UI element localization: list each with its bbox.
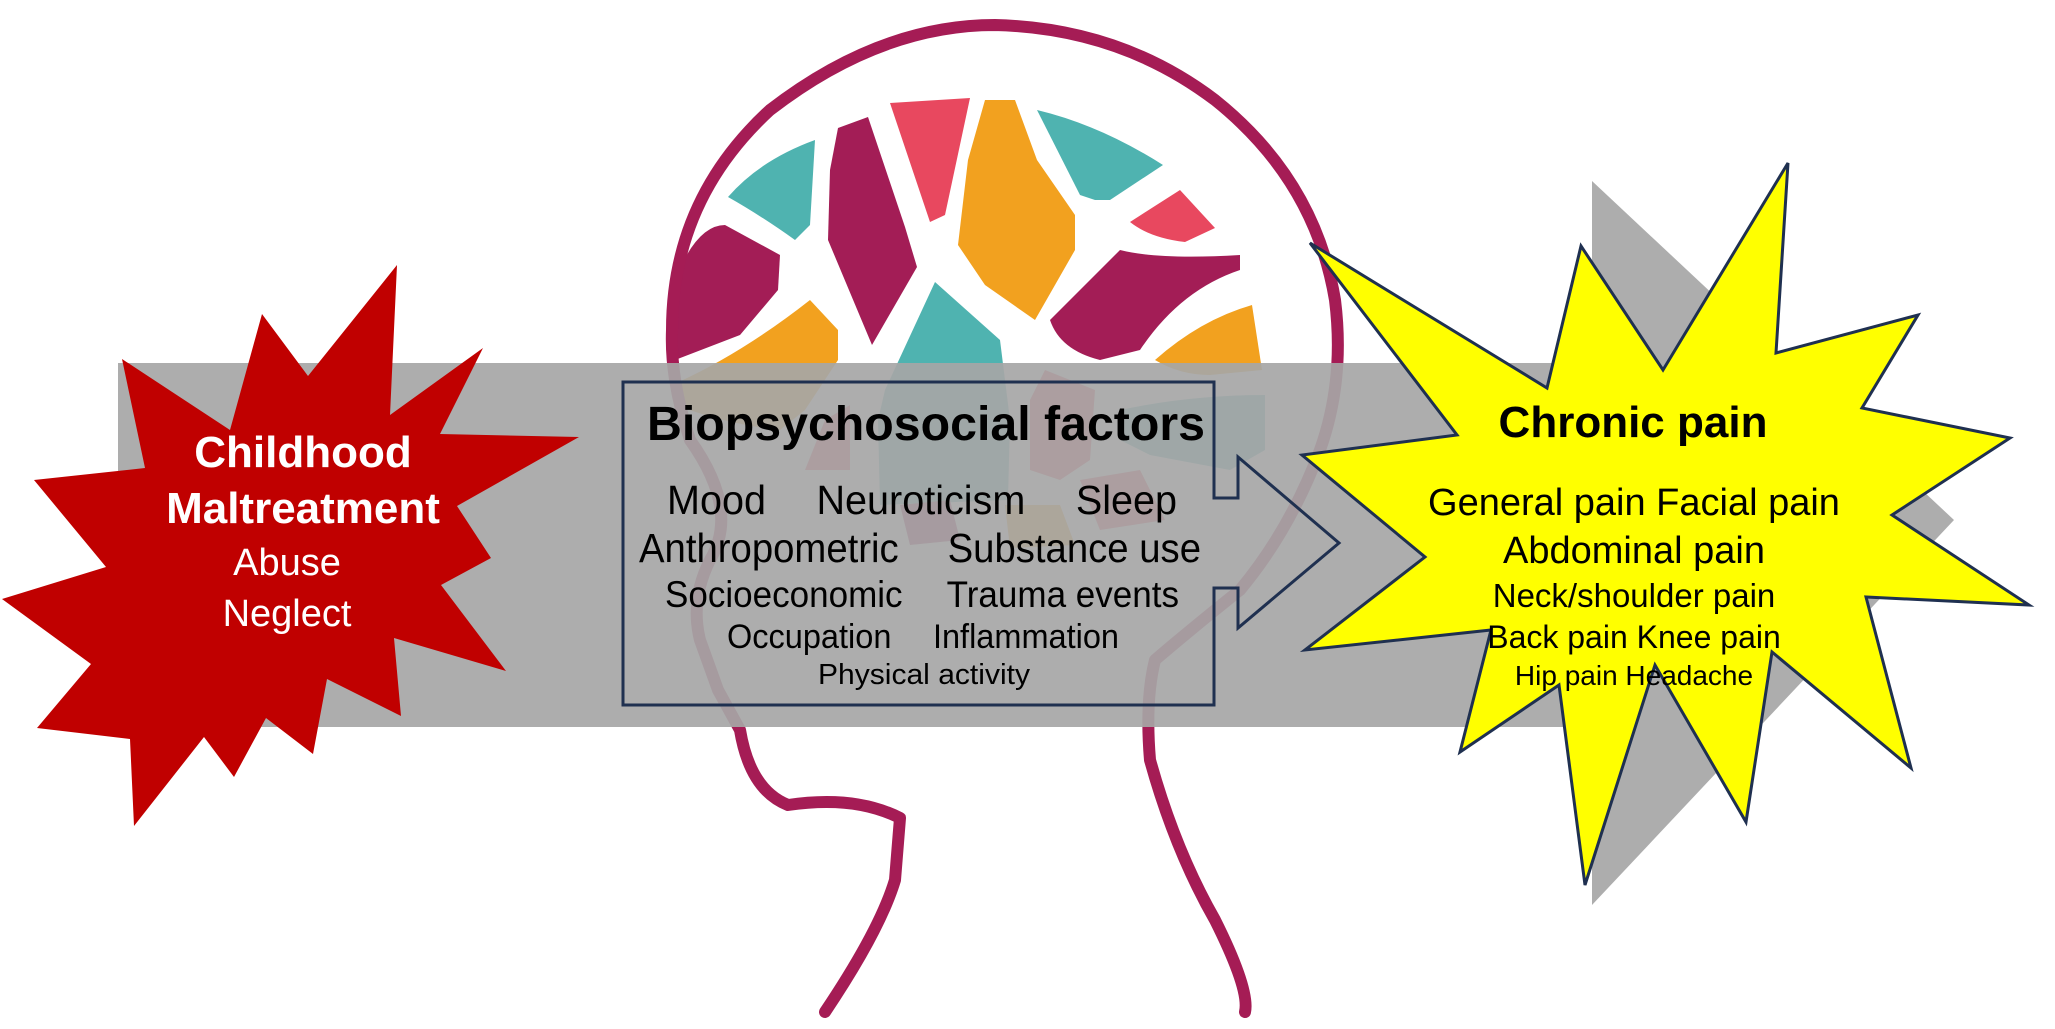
maltreatment-starburst: Childhood Maltreatment Abuse Neglect <box>2 265 579 826</box>
mediators-callout: Biopsychosocial factors Mood Neuroticism… <box>621 380 1342 707</box>
chronic-pain-starburst: Chronic pain General pain Facial pain Ab… <box>1298 162 2035 886</box>
brain-piece <box>674 225 780 360</box>
brain-piece <box>890 98 970 222</box>
pain-row-3: Neck/shoulder pain <box>1493 577 1776 614</box>
chronic-pain-title: Chronic pain <box>1499 398 1768 447</box>
chronic-pain-star-shape <box>1298 162 2035 886</box>
maltreatment-title-line2: Maltreatment <box>166 484 440 533</box>
brain-piece <box>1130 190 1215 242</box>
brain-piece <box>1037 110 1163 200</box>
maltreatment-item-neglect: Neglect <box>223 593 352 635</box>
maltreatment-item-abuse: Abuse <box>233 542 341 584</box>
mediator-row-1: Mood Neuroticism Sleep <box>667 477 1177 523</box>
brain-piece <box>828 117 917 345</box>
maltreatment-star-shape <box>2 265 579 826</box>
pain-row-1: General pain Facial pain <box>1428 482 1840 524</box>
maltreatment-title-line1: Childhood <box>194 428 412 477</box>
mediator-row-3: Socioeconomic Trauma events <box>665 574 1179 615</box>
pain-row-2: Abdominal pain <box>1503 530 1765 572</box>
mediator-row-5: Physical activity <box>818 659 1031 691</box>
mediator-row-4: Occupation Inflammation <box>727 618 1119 656</box>
brain-piece <box>958 100 1075 320</box>
mediators-callout-shape <box>621 380 1342 707</box>
mediators-title: Biopsychosocial factors <box>647 398 1205 451</box>
mediator-row-2: Anthropometric Substance use <box>639 525 1201 571</box>
brain-piece <box>728 140 815 240</box>
brain-piece <box>1155 305 1262 375</box>
brain-piece <box>1050 250 1240 360</box>
pain-row-5: Hip pain Headache <box>1515 660 1753 691</box>
pain-row-4: Back pain Knee pain <box>1487 619 1781 655</box>
